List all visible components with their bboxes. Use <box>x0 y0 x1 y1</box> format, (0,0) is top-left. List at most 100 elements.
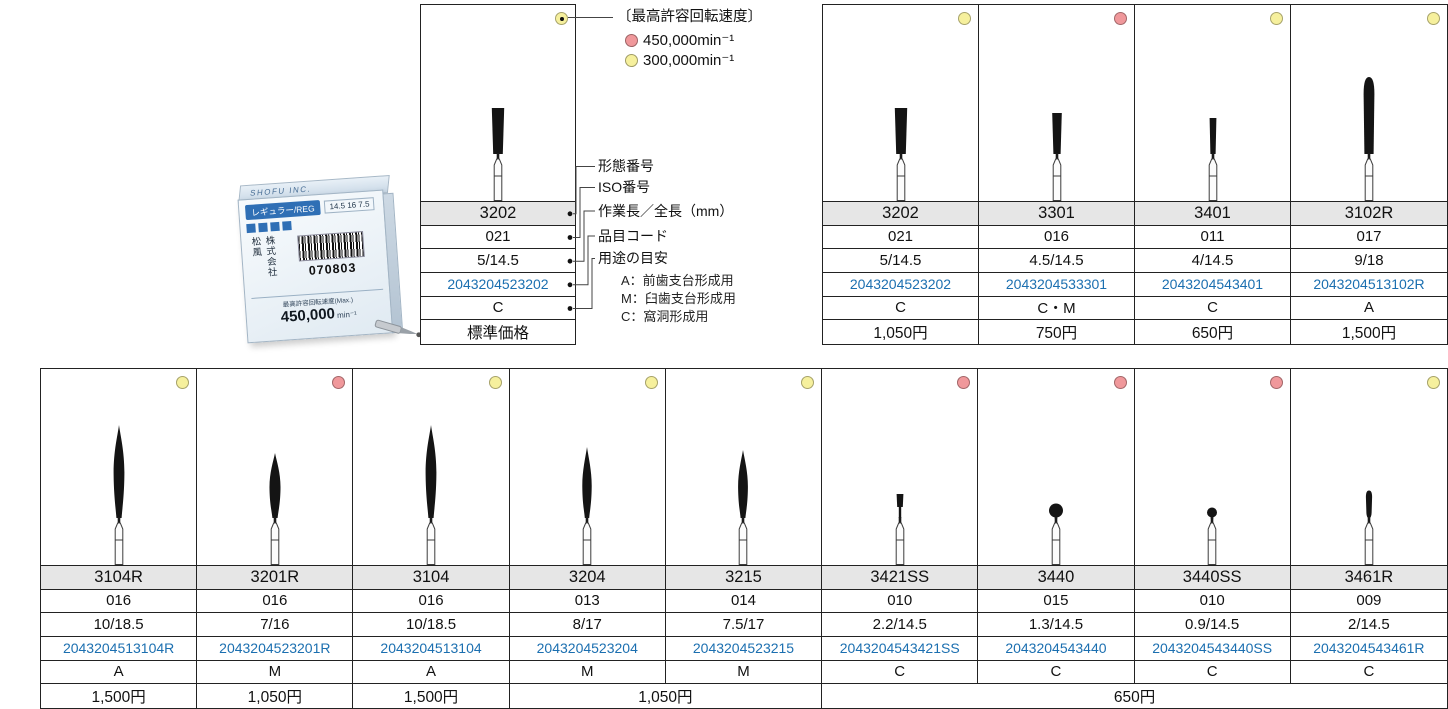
legend-sample-table: 3202 021 5/14.5 2043204523202 C 標準価格 <box>420 4 576 345</box>
length-cell: 4/14.5 <box>1135 249 1291 273</box>
usage-cell: A <box>1291 296 1447 321</box>
shape-number-cell: 3440SS <box>1134 566 1291 590</box>
iso-number-cell: 009 <box>1290 589 1447 614</box>
callout-iso-number: ISO番号 <box>598 179 651 195</box>
loose-bur-image <box>374 319 422 338</box>
usage-cell: C <box>1134 660 1291 685</box>
speed-dot <box>555 12 568 25</box>
callout-anchor-dot <box>559 16 564 21</box>
box-sizes-text: 14.5 16 7.5 <box>324 197 375 214</box>
shape-number-cell: 3201R <box>197 566 354 590</box>
bur-illustration-3215 <box>738 450 749 565</box>
shape-number-cell: 3202 <box>823 202 979 226</box>
iso-number-cell: 010 <box>1134 589 1291 614</box>
iso-number-cell: 011 <box>1135 225 1291 250</box>
yellow-speed-dot <box>625 54 638 67</box>
usage-cell: C <box>1135 296 1291 321</box>
speed-dot <box>1270 12 1283 25</box>
shape-number-cell: 3215 <box>665 566 823 590</box>
product-image-cell <box>822 369 979 566</box>
box-face: レギュラー/REG 14.5 16 7.5 株式会社 松風 070803 最高許… <box>237 189 394 344</box>
price-cell: 750円 <box>979 320 1135 344</box>
product-image-cell <box>509 369 666 566</box>
bur-illustration-3440SS <box>1207 507 1218 565</box>
product-image-cell <box>1291 5 1447 202</box>
iso-number-cell: 016 <box>979 225 1135 250</box>
bur-illustration-3104 <box>425 425 437 565</box>
bur-illustration-3301 <box>1051 113 1062 201</box>
shape-number-cell: 3440 <box>978 566 1135 590</box>
speed-dot <box>1427 376 1440 389</box>
item-code-cell: 2043204543440 <box>978 636 1135 661</box>
bur-illustration-3461R <box>1364 490 1374 565</box>
speed-dot <box>644 376 658 389</box>
shape-number-cell: 3401 <box>1135 202 1291 226</box>
usage-cell: M <box>665 660 823 685</box>
iso-number-cell: 016 <box>197 589 354 614</box>
length-cell: 7/16 <box>197 613 354 637</box>
product-image-cell <box>197 369 354 566</box>
item-code-cell: 2043204533301 <box>979 272 1135 297</box>
bur-illustration-3202 <box>491 108 505 201</box>
box-speed-value: 450,000 <box>280 305 336 326</box>
length-cell: 4.5/14.5 <box>979 249 1135 273</box>
bur-illustration-3104R <box>113 425 125 565</box>
speed-dot <box>801 376 815 389</box>
bur-illustration-3201R <box>269 453 281 565</box>
speed-legend-item: 450,000min⁻¹ <box>643 32 735 49</box>
length-cell: 10/18.5 <box>353 613 510 637</box>
shape-number-cell: 3104 <box>353 566 510 590</box>
price-cell-merged: 1,050円 <box>509 684 823 708</box>
iso-number-cell: 014 <box>665 589 823 614</box>
box-speed-unit: min⁻¹ <box>336 309 358 321</box>
shape-number-cell: 3421SS <box>822 566 979 590</box>
usage-cell: A <box>353 660 510 685</box>
item-code-cell: 2043204543401 <box>1135 272 1291 297</box>
speed-dot <box>957 376 971 389</box>
product-image-cell <box>978 369 1135 566</box>
callout-usage: 用途の目安 <box>598 250 668 266</box>
product-image-cell <box>1135 5 1291 202</box>
price-cell: 1,500円 <box>41 684 198 708</box>
usage-cell: C <box>421 296 575 321</box>
red-speed-dot <box>625 34 638 47</box>
usage-cell: C・M <box>979 296 1135 321</box>
usage-cell: C <box>1290 660 1447 685</box>
usage-cell: A <box>41 660 198 685</box>
product-box-photo: SHOFU INC. レギュラー/REG 14.5 16 7.5 株式会社 松風… <box>237 174 423 348</box>
usage-cell: C <box>822 660 979 685</box>
speed-dot <box>176 376 190 389</box>
speed-dot <box>332 376 346 389</box>
product-image-cell <box>979 5 1135 202</box>
usage-note-a: A：前歯支台形成用 <box>621 273 734 288</box>
item-code-cell: 2043204523204 <box>509 636 666 661</box>
length-cell: 7.5/17 <box>665 613 823 637</box>
usage-cell: M <box>509 660 666 685</box>
item-code-cell: 2043204523202 <box>421 272 575 297</box>
product-image-cell <box>823 5 979 202</box>
usage-note-c: C：窩洞形成用 <box>621 309 709 324</box>
bur-illustration-3202 <box>894 108 907 201</box>
length-cell: 5/14.5 <box>421 249 575 273</box>
price-cell: 1,050円 <box>197 684 354 708</box>
product-table-bottom: 3104R 3201R 3104 3204 3215 3421SS 3440 3… <box>40 368 1448 709</box>
bur-illustration-3102R <box>1363 77 1375 201</box>
item-code-cell: 2043204523215 <box>665 636 823 661</box>
length-cell: 2.2/14.5 <box>822 613 979 637</box>
box-company-text: 株式会社 松風 <box>249 235 278 278</box>
item-code-cell: 2043204543440SS <box>1134 636 1291 661</box>
product-image-cell <box>1290 369 1447 566</box>
callout-shape-number: 形態番号 <box>598 158 654 174</box>
iso-number-cell: 017 <box>1291 225 1447 250</box>
bur-illustration-3440 <box>1048 503 1063 565</box>
barcode <box>297 230 365 262</box>
item-code-cell: 2043204513104 <box>353 636 510 661</box>
item-code-cell: 2043204543421SS <box>822 636 979 661</box>
product-image-cell <box>421 5 575 202</box>
speed-dot <box>488 376 502 389</box>
item-code-cell: 2043204543461R <box>1290 636 1447 661</box>
item-code-cell: 2043204523202 <box>823 272 979 297</box>
product-image-cell <box>665 369 823 566</box>
item-code-cell: 2043204513102R <box>1291 272 1447 297</box>
